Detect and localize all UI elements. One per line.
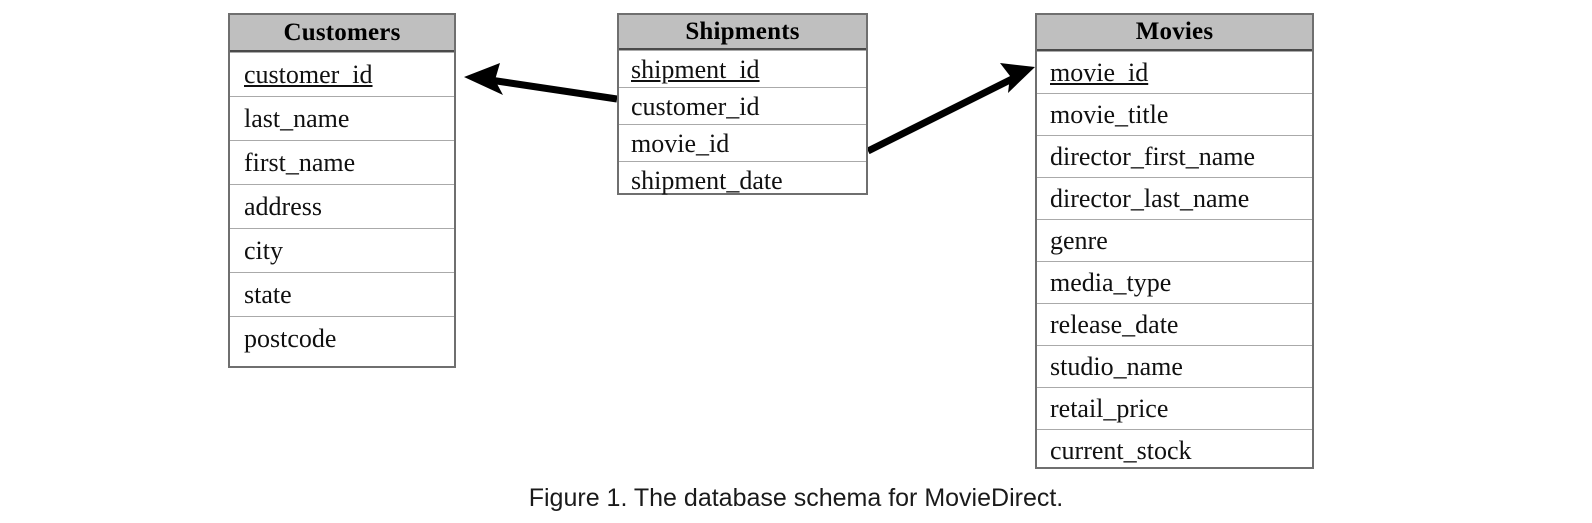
entity-table-customers: Customers customer_id last_name first_na… — [228, 13, 456, 368]
field-label: studio_name — [1050, 352, 1183, 381]
field-label: movie_id — [631, 129, 730, 158]
field-label: last_name — [244, 104, 350, 133]
field-label: customer_id — [244, 60, 373, 89]
field-label: current_stock — [1050, 436, 1192, 465]
field-label: retail_price — [1050, 394, 1169, 423]
entity-field-movies-genre: genre — [1037, 219, 1312, 261]
entity-field-customers-city: city — [230, 228, 454, 272]
entity-field-shipments-shipment-date: shipment_date — [619, 161, 866, 198]
field-label: address — [244, 192, 322, 221]
entity-field-customers-last-name: last_name — [230, 96, 454, 140]
figure-caption: Figure 1. The database schema for MovieD… — [528, 484, 1064, 512]
entity-field-movies-media-type: media_type — [1037, 261, 1312, 303]
field-label: director_last_name — [1050, 184, 1250, 213]
entity-field-movies-movie-id: movie_id — [1037, 51, 1312, 93]
field-label: state — [244, 280, 292, 309]
entity-table-movies: Movies movie_id movie_title director_fir… — [1035, 13, 1314, 469]
field-label: movie_title — [1050, 100, 1169, 129]
entity-field-customers-address: address — [230, 184, 454, 228]
entity-table-shipments: Shipments shipment_id customer_id movie_… — [617, 13, 868, 195]
field-label: movie_id — [1050, 58, 1149, 87]
field-label: release_date — [1050, 310, 1179, 339]
field-label: shipment_date — [631, 166, 783, 195]
entity-field-customers-postcode: postcode — [230, 316, 454, 360]
field-label: media_type — [1050, 268, 1172, 297]
relationship-arrow-shipments-movies — [866, 63, 1035, 155]
field-label: shipment_id — [631, 55, 760, 84]
relationship-arrow-shipments-customers — [464, 63, 618, 103]
entity-title-shipments: Shipments — [619, 15, 866, 50]
field-label: genre — [1050, 226, 1108, 255]
entity-field-shipments-shipment-id: shipment_id — [619, 50, 866, 87]
entity-field-movies-studio-name: studio_name — [1037, 345, 1312, 387]
entity-title-movies: Movies — [1037, 15, 1312, 51]
entity-field-movies-current-stock: current_stock — [1037, 429, 1312, 471]
entity-field-movies-director-first-name: director_first_name — [1037, 135, 1312, 177]
entity-field-customers-first-name: first_name — [230, 140, 454, 184]
entity-field-movies-movie-title: movie_title — [1037, 93, 1312, 135]
field-label: city — [244, 236, 283, 265]
field-label: first_name — [244, 148, 356, 177]
entity-field-customers-customer-id: customer_id — [230, 52, 454, 96]
entity-field-movies-director-last-name: director_last_name — [1037, 177, 1312, 219]
entity-title-customers: Customers — [230, 15, 454, 52]
entity-field-shipments-customer-id: customer_id — [619, 87, 866, 124]
field-label: postcode — [244, 324, 337, 353]
field-label: customer_id — [631, 92, 760, 121]
entity-field-customers-state: state — [230, 272, 454, 316]
entity-field-movies-retail-price: retail_price — [1037, 387, 1312, 429]
field-label: director_first_name — [1050, 142, 1256, 171]
entity-field-shipments-movie-id: movie_id — [619, 124, 866, 161]
entity-field-movies-release-date: release_date — [1037, 303, 1312, 345]
